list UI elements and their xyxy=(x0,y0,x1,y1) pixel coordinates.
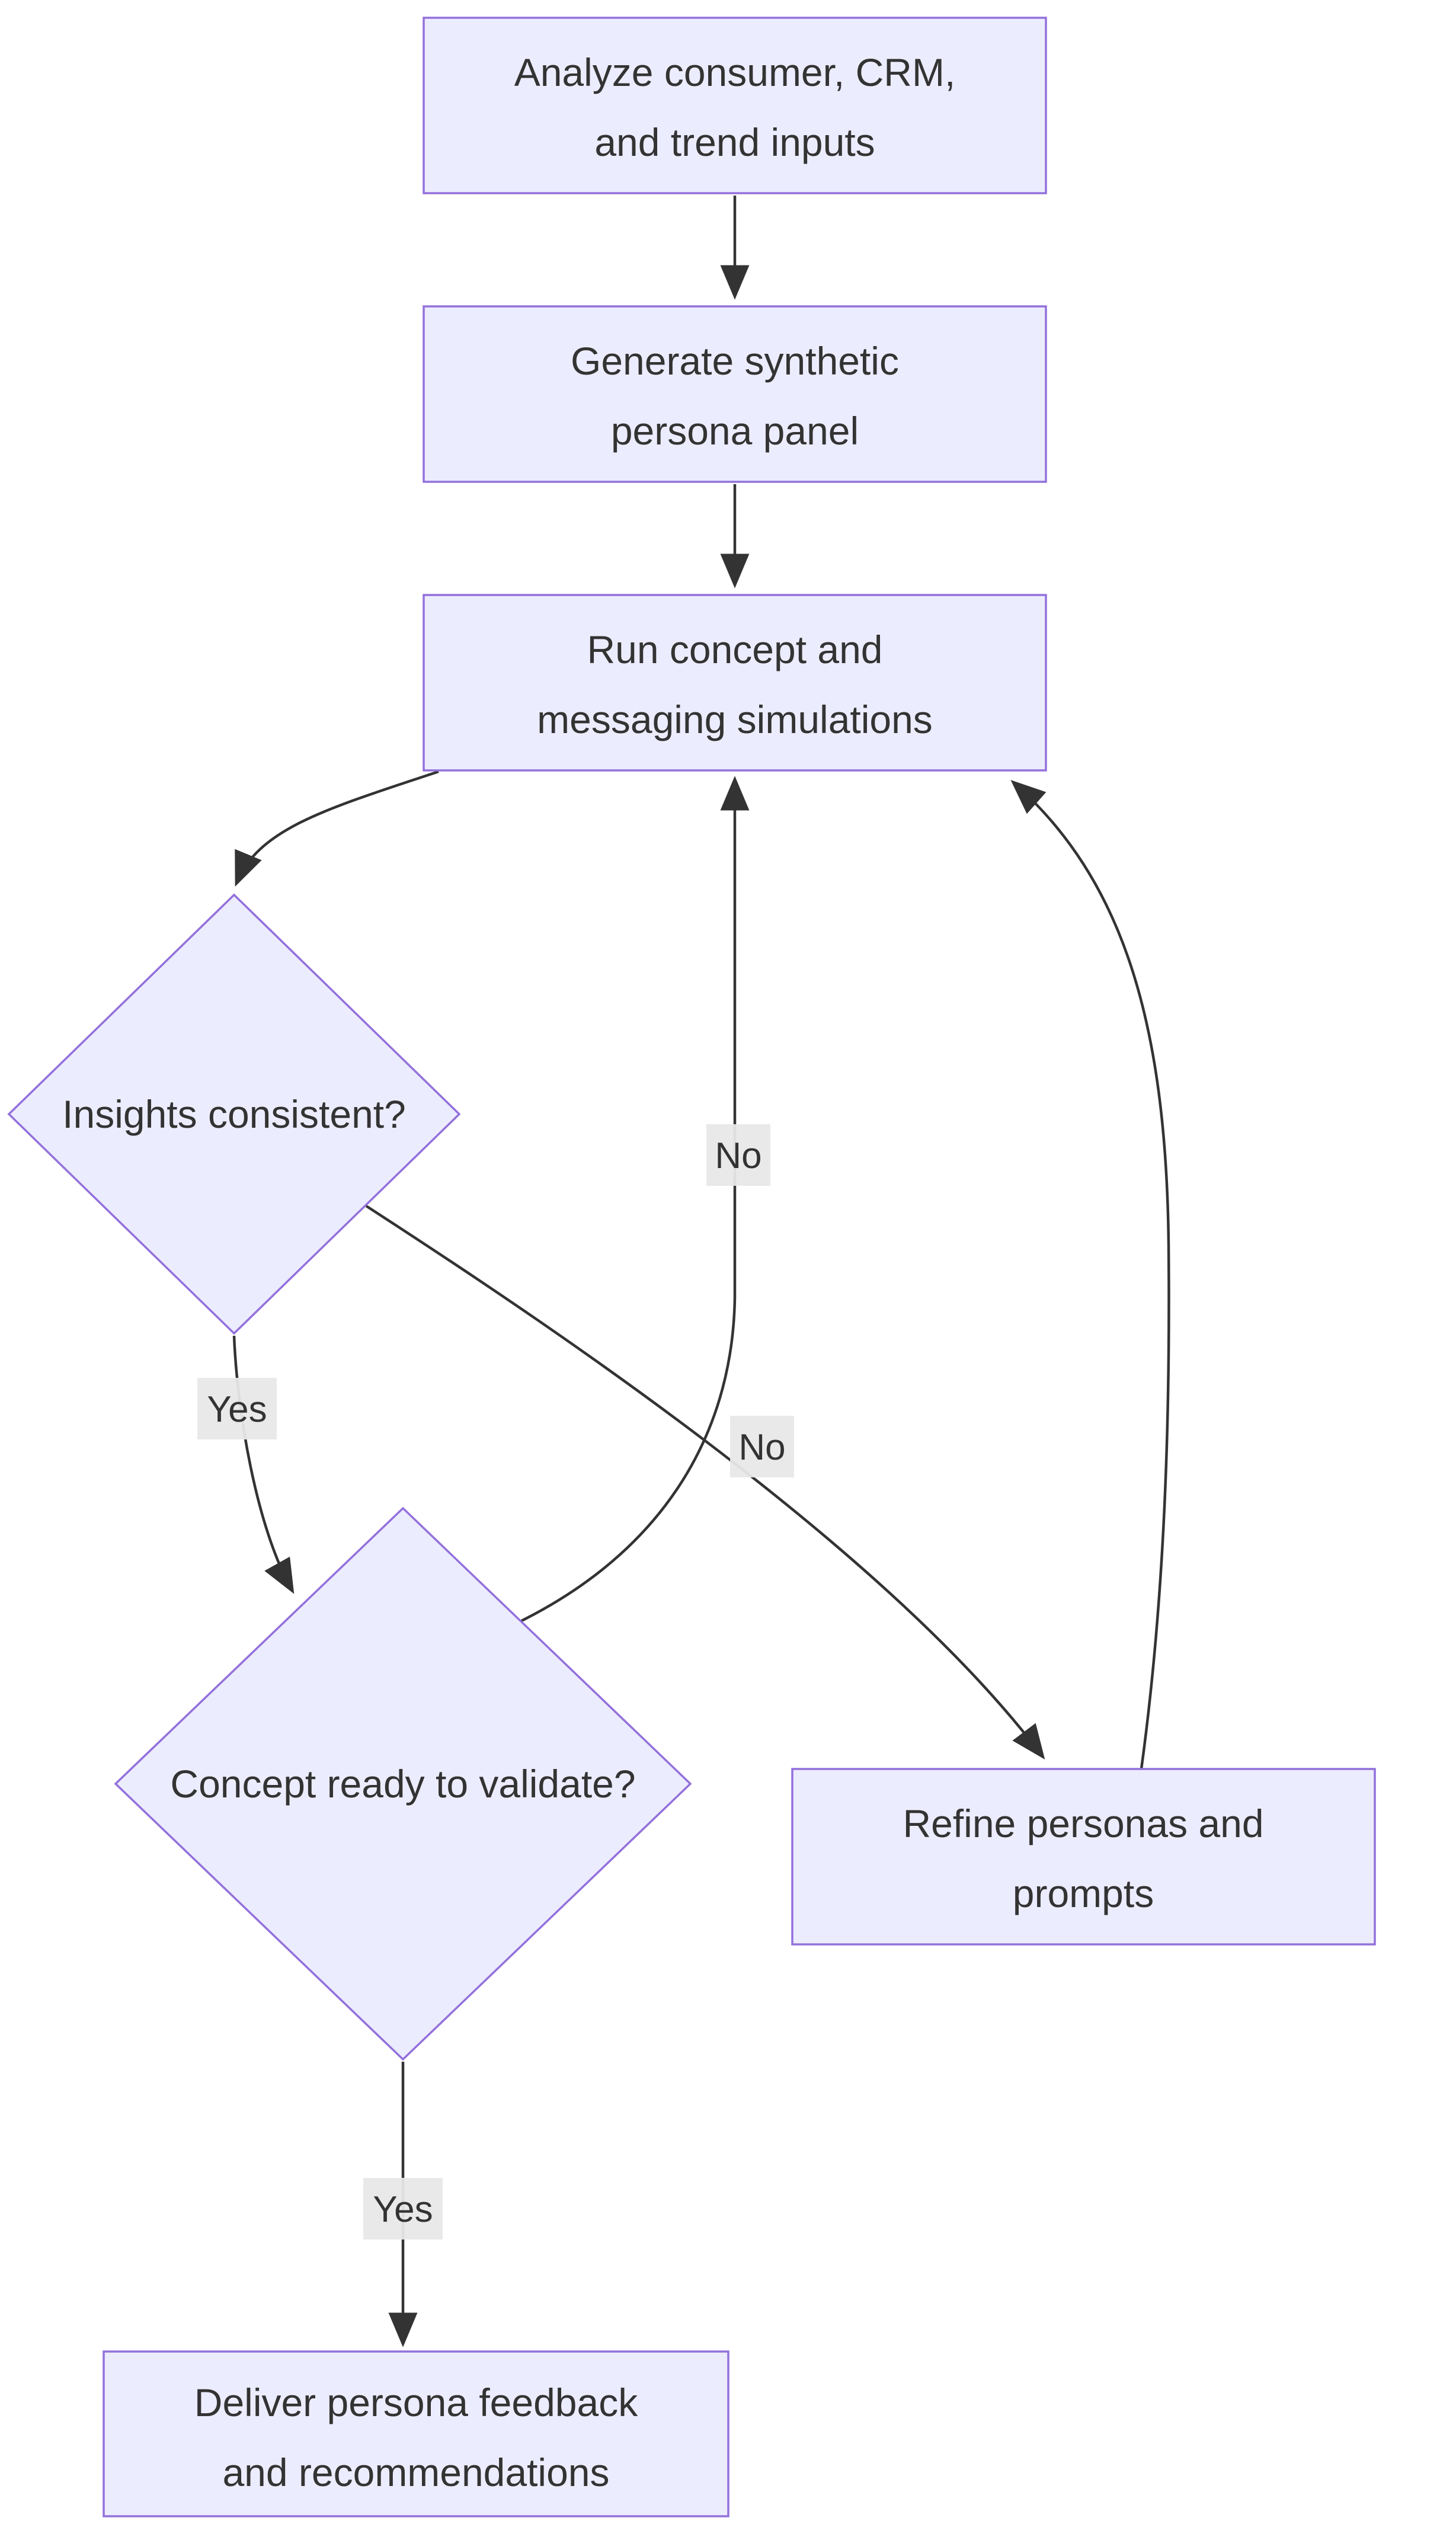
edge-concept-to-run xyxy=(520,776,750,1623)
node-concept: Concept ready to validate? xyxy=(114,1506,692,2061)
edge-label-bg xyxy=(706,1124,770,1186)
node-concept-shape xyxy=(114,1506,692,2061)
node-concept-line1: Concept ready to validate? xyxy=(170,1762,635,1806)
node-refine-line1: Refine personas and xyxy=(903,1802,1263,1845)
node-generate: Generate synthetic persona panel xyxy=(423,305,1047,483)
edge-refine-to-run xyxy=(1010,780,1170,1770)
node-insights-line1: Insights consistent? xyxy=(62,1092,406,1136)
node-insights: Insights consistent? xyxy=(7,893,461,1335)
edge-label-text: No xyxy=(738,1427,785,1468)
edge-label-no-insights-refine: No xyxy=(730,1416,794,1477)
edge-label-bg xyxy=(363,2178,443,2240)
edge-labels-layer: No Yes No Yes xyxy=(197,1124,794,2240)
edge-label-text: Yes xyxy=(373,2189,433,2230)
node-analyze-line2: and trend inputs xyxy=(594,120,875,164)
node-generate-shape xyxy=(423,305,1047,483)
node-refine: Refine personas and prompts xyxy=(791,1768,1376,1946)
node-generate-line2: persona panel xyxy=(611,409,859,453)
node-deliver-line2: and recommendations xyxy=(222,2450,609,2494)
node-refine-shape xyxy=(791,1768,1376,1946)
node-refine-line2: prompts xyxy=(1013,1871,1154,1915)
edge-label-bg xyxy=(730,1416,794,1477)
node-run-shape xyxy=(423,594,1047,772)
edge-label-no-concept-run: No xyxy=(706,1124,770,1186)
edge-label-text: Yes xyxy=(207,1389,267,1430)
edge-label-text: No xyxy=(715,1135,761,1176)
nodes-layer: Analyze consumer, CRM, and trend inputs … xyxy=(7,17,1376,2517)
node-run-line2: messaging simulations xyxy=(537,698,933,741)
node-analyze-shape xyxy=(423,17,1047,194)
edge-label-yes-concept-deliver: Yes xyxy=(363,2178,443,2240)
edge-insights-to-concept xyxy=(232,1335,295,1594)
node-analyze: Analyze consumer, CRM, and trend inputs xyxy=(423,17,1047,194)
edge-label-yes-insights-concept: Yes xyxy=(197,1378,277,1439)
node-run-line1: Run concept and xyxy=(587,628,882,671)
edge-insights-to-refine xyxy=(365,1205,1045,1760)
node-insights-shape xyxy=(7,893,461,1335)
node-deliver-line1: Deliver persona feedback xyxy=(194,2381,638,2424)
edges-layer xyxy=(232,196,1170,2347)
node-run: Run concept and messaging simulations xyxy=(423,594,1047,772)
node-deliver: Deliver persona feedback and recommendat… xyxy=(103,2350,729,2517)
edge-run-to-insights xyxy=(235,770,439,887)
node-analyze-line1: Analyze consumer, CRM, xyxy=(514,50,956,94)
node-deliver-shape xyxy=(103,2350,729,2517)
node-generate-line1: Generate synthetic xyxy=(571,339,899,383)
edge-label-bg xyxy=(197,1378,277,1439)
